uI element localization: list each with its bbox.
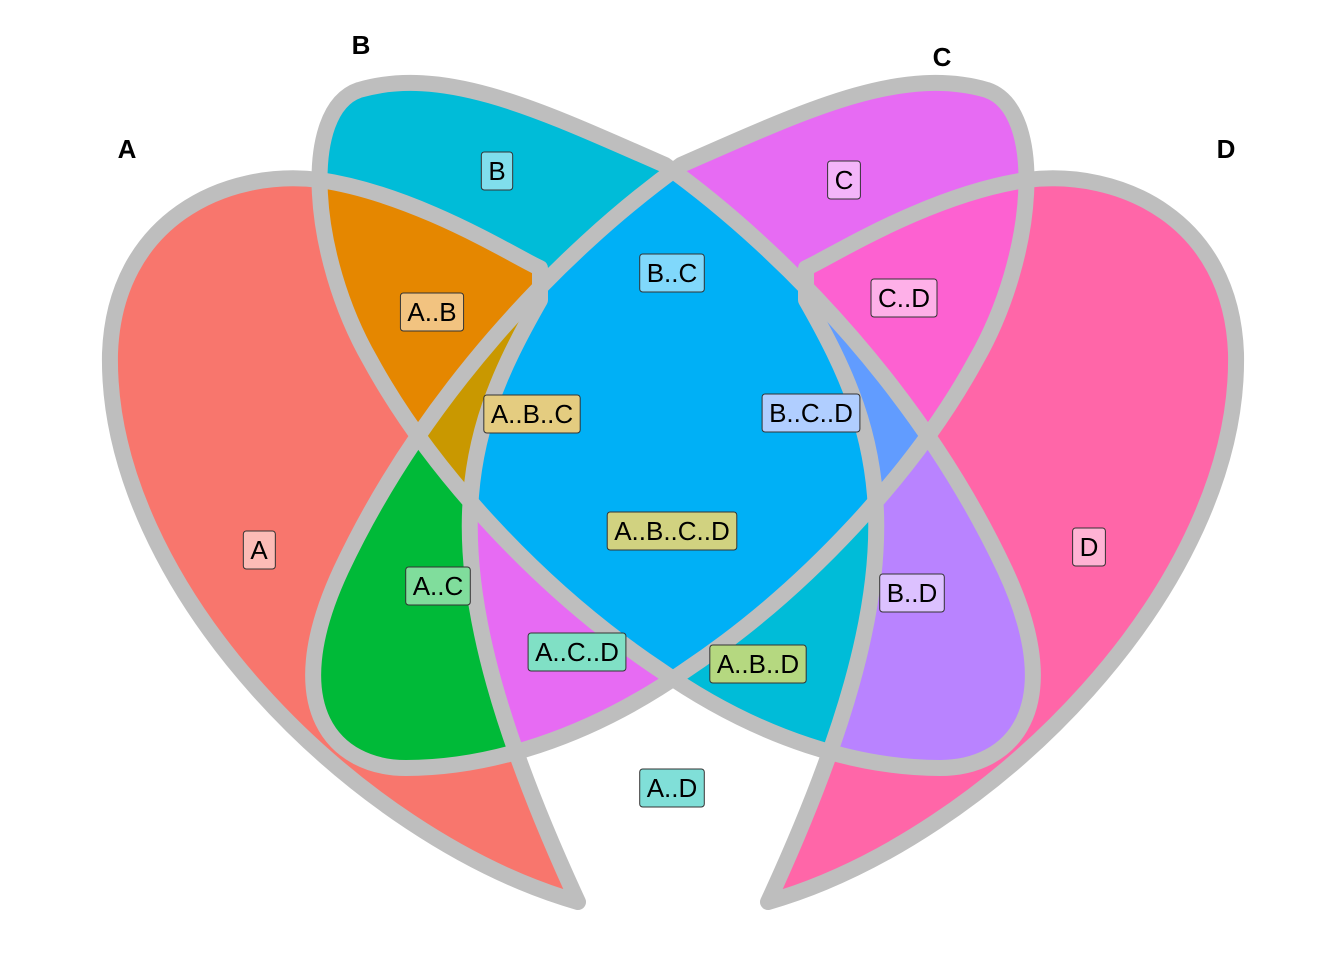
region-label-bc: B..C bbox=[639, 253, 705, 293]
region-label-cd: C..D bbox=[870, 278, 938, 318]
region-label-box bbox=[639, 253, 705, 293]
region-label-box bbox=[480, 151, 514, 191]
outline-set-b bbox=[311, 74, 1041, 776]
region-label-text: C..D bbox=[878, 283, 930, 313]
region-fills bbox=[109, 82, 1237, 903]
region-label-text: D bbox=[1080, 532, 1099, 562]
region-label-ac: A..C bbox=[405, 566, 471, 606]
set-title-c: C bbox=[933, 42, 952, 72]
region-label-box bbox=[483, 394, 581, 434]
region-label-box bbox=[827, 160, 861, 200]
region-label-box bbox=[709, 644, 807, 684]
region-label-text: A..B..D bbox=[717, 649, 799, 679]
region-label-text: C bbox=[835, 165, 854, 195]
region-label-a: A bbox=[242, 530, 276, 570]
region-label-text: A bbox=[250, 535, 268, 565]
region-label-box bbox=[606, 511, 738, 551]
region-label-text: B bbox=[488, 156, 505, 186]
region-label-abc: A..B..C bbox=[483, 394, 581, 434]
set-title-a: A bbox=[118, 134, 137, 164]
set-title-b: B bbox=[352, 30, 371, 60]
region-label-box bbox=[527, 632, 627, 672]
region-label-text: A..C..D bbox=[535, 637, 619, 667]
region-label-text: A..D bbox=[647, 773, 698, 803]
region-label-box bbox=[761, 393, 861, 433]
set-title-d: D bbox=[1217, 134, 1236, 164]
region-label-text: A..B..C..D bbox=[614, 516, 730, 546]
region-label-acd: A..C..D bbox=[527, 632, 627, 672]
region-label-box bbox=[405, 566, 471, 606]
outline-set-c bbox=[305, 74, 1035, 776]
region-label-box bbox=[879, 573, 945, 613]
region-label-text: A..C bbox=[413, 571, 464, 601]
region-label-text: A..B..C bbox=[491, 399, 573, 429]
region-label-ad: A..D bbox=[639, 768, 705, 808]
region-label-abcd: A..B..C..D bbox=[606, 511, 738, 551]
region-label-text: A..B bbox=[407, 297, 456, 327]
region-label-b: B bbox=[480, 151, 514, 191]
outline-set-d bbox=[760, 170, 1245, 910]
region-label-box bbox=[639, 768, 705, 808]
region-labels: A B C D A..B A..C A..D B..C B..D C..D A..B..C A..B.… bbox=[242, 151, 1106, 808]
region-label-bcd: B..C..D bbox=[761, 393, 861, 433]
region-label-abd: A..B..D bbox=[709, 644, 807, 684]
region-label-ab: A..B bbox=[399, 292, 465, 332]
region-label-c: C bbox=[827, 160, 861, 200]
region-label-box bbox=[870, 278, 938, 318]
region-label-d: D bbox=[1072, 527, 1106, 567]
region-label-box bbox=[242, 530, 276, 570]
set-outlines bbox=[101, 74, 1245, 910]
region-label-box bbox=[399, 292, 465, 332]
region-label-text: B..D bbox=[887, 578, 938, 608]
outline-set-a bbox=[101, 170, 586, 910]
region-label-box bbox=[1072, 527, 1106, 567]
region-label-text: B..C..D bbox=[769, 398, 853, 428]
region-label-bd: B..D bbox=[879, 573, 945, 613]
region-label-text: B..C bbox=[647, 258, 698, 288]
